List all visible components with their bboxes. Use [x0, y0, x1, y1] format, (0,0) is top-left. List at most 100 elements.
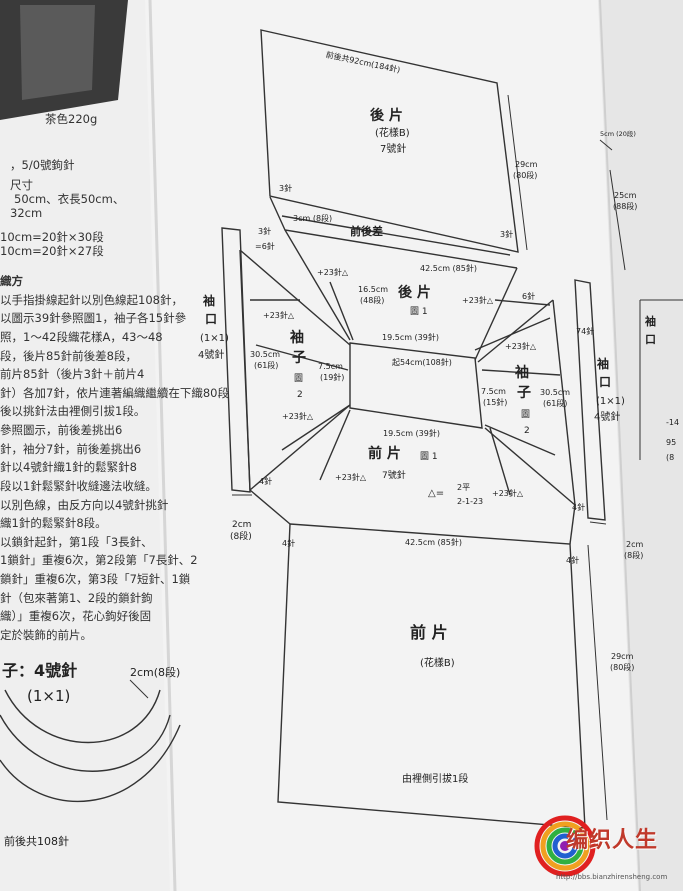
right-page-num: 95	[666, 438, 677, 447]
left-cuff-width: 2cm	[232, 520, 252, 530]
sleeve-left-char: 袖	[290, 330, 304, 346]
front-panel-width: 42.5cm (85針)	[405, 538, 462, 547]
left-cuff-width-rows: (8段)	[230, 532, 252, 542]
yarn-line: 茶色220g	[45, 112, 98, 126]
front-height: 29cm	[611, 652, 634, 661]
right-cuff-char: 口	[599, 375, 612, 389]
neck-side-right-sts: (15針)	[483, 398, 508, 407]
collar-height: 2cm(8段)	[130, 666, 181, 679]
sleeve-len-left-rows: (61段)	[254, 361, 279, 370]
yoke-front-chart: 圖 1	[420, 452, 438, 462]
yoke-front-needle: 7號針	[382, 471, 406, 481]
yarn-line: ，5/0號鉤針	[10, 158, 75, 172]
front-panel-title: 前 片	[410, 623, 448, 642]
collar-rib: (1×1)	[27, 687, 71, 705]
yarn-line: 32cm	[10, 206, 43, 220]
method-text: 織方 以手指掛線起針以別色線起108針， 以圖示39針參照圖1，袖子各15針參 …	[0, 272, 229, 645]
back-needle: 7號針	[380, 144, 407, 155]
yoke-back-depth-rows: (48段)	[360, 296, 385, 305]
collar-title: 子：4號針	[2, 661, 78, 680]
left-cuff-top-inc: =6針	[255, 242, 275, 251]
neck-side-right: 7.5cm	[481, 387, 506, 396]
right-cuff-bottom-sts: 4針	[572, 503, 586, 512]
right-cuff-rib: (1×1)	[596, 396, 625, 407]
sleeve-len-left: 30.5cm	[250, 350, 281, 359]
method-line: 段以1針鬆緊針收縫邊法收縫。	[0, 478, 157, 493]
yoke-back-width: 42.5cm (85針)	[420, 264, 477, 273]
method-line: 針（包來著第1、2段的鎖針鉤	[0, 590, 153, 605]
inc-front-left: +23針△	[335, 473, 367, 482]
method-line: 照，1～42段織花樣A，43～48	[0, 329, 163, 344]
yoke-back-chart: 圖 1	[410, 307, 428, 317]
delta-value: 2平	[457, 483, 471, 492]
front-pattern: (花樣B)	[420, 658, 455, 669]
front-stitch-left: 4針	[282, 539, 296, 548]
neck-bottom-width: 19.5cm (39針)	[383, 429, 440, 438]
front-back-gap: 3cm (8段)	[293, 214, 333, 223]
method-line: 以鎖針起針，第1段「3長針、	[0, 534, 153, 549]
collar-bottom: 前後共108針	[4, 835, 69, 848]
method-line: 以手指掛線起針以別色線起108針，	[0, 292, 183, 307]
right-page-char: 袖	[645, 315, 656, 328]
right-page-num: -14	[666, 418, 680, 427]
sleeve-left-char: 2	[297, 390, 303, 400]
back-panel-title: 後 片	[370, 108, 403, 124]
sleeve-right-char: 圖	[521, 410, 531, 420]
gauge-line: 10cm=20針×27段	[0, 244, 104, 258]
right-cuff-top-sts: 6針	[522, 292, 536, 301]
method-line: 鎖針」重複6次，第3段「7短針、1鎖	[0, 572, 191, 586]
method-line: 織）」重複6次，花心鉤好後固	[0, 609, 152, 624]
back-height-rows: (80段)	[513, 171, 538, 180]
method-line: 段，後片85針前後差8段，	[0, 348, 137, 363]
inc-left-top: +23針△	[317, 268, 349, 277]
yarn-line: 尺寸	[10, 178, 33, 192]
sleeve-len-right-rows: (61段)	[543, 399, 568, 408]
inc-right-mid: +23針△	[505, 342, 537, 351]
left-cuff-rib: (1×1)	[200, 333, 229, 344]
sleeve-right-char: 2	[524, 426, 530, 436]
back-height: 29cm	[515, 160, 538, 169]
inc-left-mid: +23針△	[263, 311, 295, 320]
yoke-back-depth: 16.5cm	[358, 285, 389, 294]
method-line: 以別色線，由反方向以4號針挑針	[0, 497, 169, 512]
method-line: 織1針的鬆緊針8段。	[0, 516, 107, 531]
right-cuff-char: 袖	[597, 357, 610, 371]
delta-value: 2-1-23	[457, 497, 484, 506]
front-bottom-note: 由裡側引拔1段	[402, 774, 469, 785]
watermark-logo-icon	[534, 815, 596, 877]
neck-opening	[349, 342, 483, 429]
gauge-line: 10cm=20針×30段	[0, 230, 104, 244]
method-line: 後以挑針法由裡側引拔1段。	[0, 404, 146, 419]
collar-arc	[4, 689, 161, 744]
sleeve-right-char: 子	[517, 385, 531, 401]
yoke-front-label: 前 片	[368, 446, 401, 462]
right-cuff-width: 2cm	[626, 540, 644, 549]
method-line: 參照圖示，前後差挑出6	[0, 423, 123, 437]
neck-top-width: 19.5cm (39針)	[382, 333, 439, 342]
right-cuff-outline	[574, 279, 606, 521]
sleeve-right-char: 袖	[515, 365, 529, 381]
method-line: 織方	[0, 274, 23, 288]
method-line: 針以4號針織1針的鬆緊針8	[0, 460, 137, 475]
left-cuff-bottom-sts: 4針	[259, 477, 273, 486]
yoke-raglan-line	[284, 229, 351, 341]
neck-side-left: 7.5cm	[318, 362, 343, 371]
inc-right-bot: +23針△	[492, 489, 524, 498]
left-page	[0, 0, 175, 891]
inc-left-bot: +23針△	[282, 412, 314, 421]
left-cuff-outline	[221, 227, 251, 493]
method-line: 定於裝飾的前片。	[0, 627, 92, 642]
left-cuff-char: 口	[205, 312, 218, 326]
watermark-url: http://bbs.bianzhirensheng.com	[556, 873, 668, 881]
right-measure-top: 5cm (20段)	[600, 130, 636, 138]
method-line: 以圖示39針參照圖1，袖子各15針參	[0, 311, 187, 326]
method-line: 前片85針（後片3針＋前片4	[0, 367, 145, 382]
method-line: 1鎖針」重複6次，第2段第「7長針、2	[0, 553, 198, 568]
back-stitch-left: 3針	[279, 184, 293, 193]
left-cuff-needle: 4號針	[198, 350, 225, 361]
method-line: 針）各加7針，依片連著編織繼續在下織80段	[0, 385, 229, 400]
neck-total: 起54cm(108針)	[392, 358, 452, 367]
right-page-num: (8	[666, 453, 675, 462]
